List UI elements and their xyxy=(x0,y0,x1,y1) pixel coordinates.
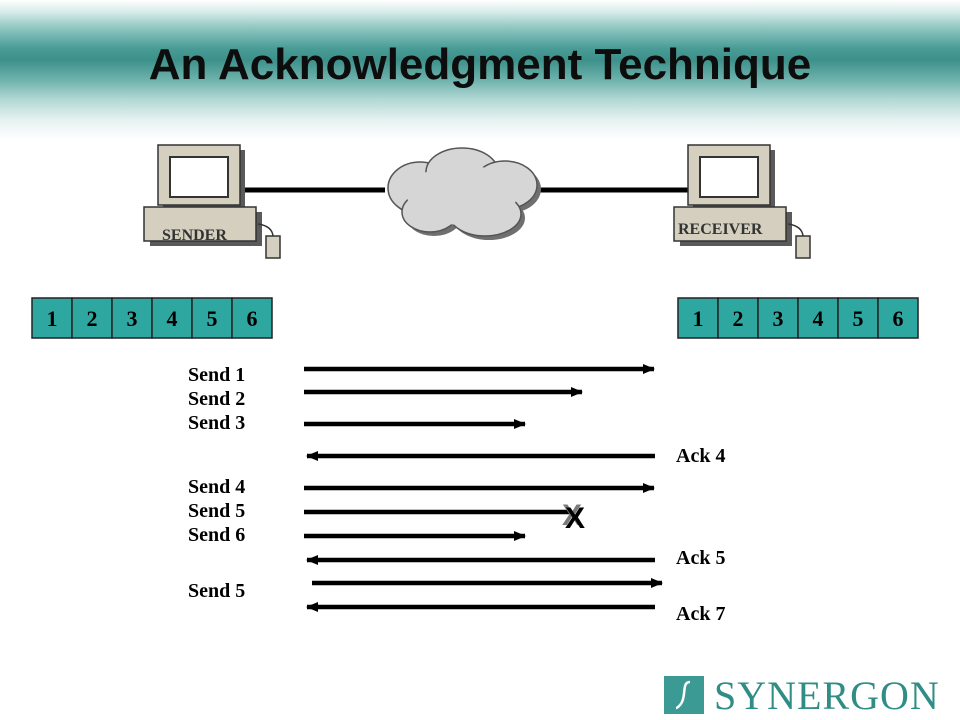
receiver-packet-row: 1 2 3 4 5 6 xyxy=(677,297,919,339)
send-label: Send 5 xyxy=(188,580,245,602)
sender-packet-number: 1 xyxy=(47,306,58,331)
receiver-packet-number: 6 xyxy=(893,306,904,331)
sender-packet-number: 5 xyxy=(207,306,218,331)
receiver-packet-number: 3 xyxy=(773,306,784,331)
lost-packet-marker-shadow: X xyxy=(562,499,582,532)
send-label: Send 2 xyxy=(188,388,245,410)
ack-label: Ack 7 xyxy=(676,603,725,625)
header-band xyxy=(0,0,960,140)
receiver-packet-number: 1 xyxy=(693,306,704,331)
lost-packet-marker: X xyxy=(565,502,585,535)
receiver-packet-box xyxy=(877,297,919,339)
send-label: Send 5 xyxy=(188,500,245,522)
network-cloud-icon xyxy=(387,147,541,240)
ack-label: Ack 4 xyxy=(676,445,725,467)
sender-packet-number: 6 xyxy=(247,306,258,331)
receiver-packet-number: 4 xyxy=(813,306,824,331)
sender-packet-number: 3 xyxy=(127,306,138,331)
sender-label: SENDER xyxy=(162,227,227,244)
receiver-packet-box xyxy=(757,297,799,339)
slide-title: An Acknowledgment Technique xyxy=(148,40,812,89)
receiver-packet-number: 2 xyxy=(733,306,744,331)
ack-label: Ack 5 xyxy=(676,547,725,569)
receiver-label: RECEIVER xyxy=(678,221,763,238)
sender-packet-row: 1 2 3 4 5 6 xyxy=(31,297,273,339)
sender-computer-icon xyxy=(143,144,281,259)
send-label: Send 6 xyxy=(188,524,245,546)
receiver-computer-icon xyxy=(673,144,811,259)
sender-packet-box xyxy=(231,297,273,339)
receiver-packet-box xyxy=(677,297,719,339)
synergon-logo-icon xyxy=(664,676,704,714)
sender-packet-number: 4 xyxy=(167,306,178,331)
send-label: Send 4 xyxy=(188,476,245,498)
synergon-logo-text: SYNERGON xyxy=(714,673,940,718)
receiver-packet-number: 5 xyxy=(853,306,864,331)
receiver-packet-box xyxy=(797,297,839,339)
sender-packet-number: 2 xyxy=(87,306,98,331)
sender-packet-box xyxy=(111,297,153,339)
send-label: Send 1 xyxy=(188,364,245,386)
send-label: Send 3 xyxy=(188,412,245,434)
sender-packet-box xyxy=(151,297,193,339)
